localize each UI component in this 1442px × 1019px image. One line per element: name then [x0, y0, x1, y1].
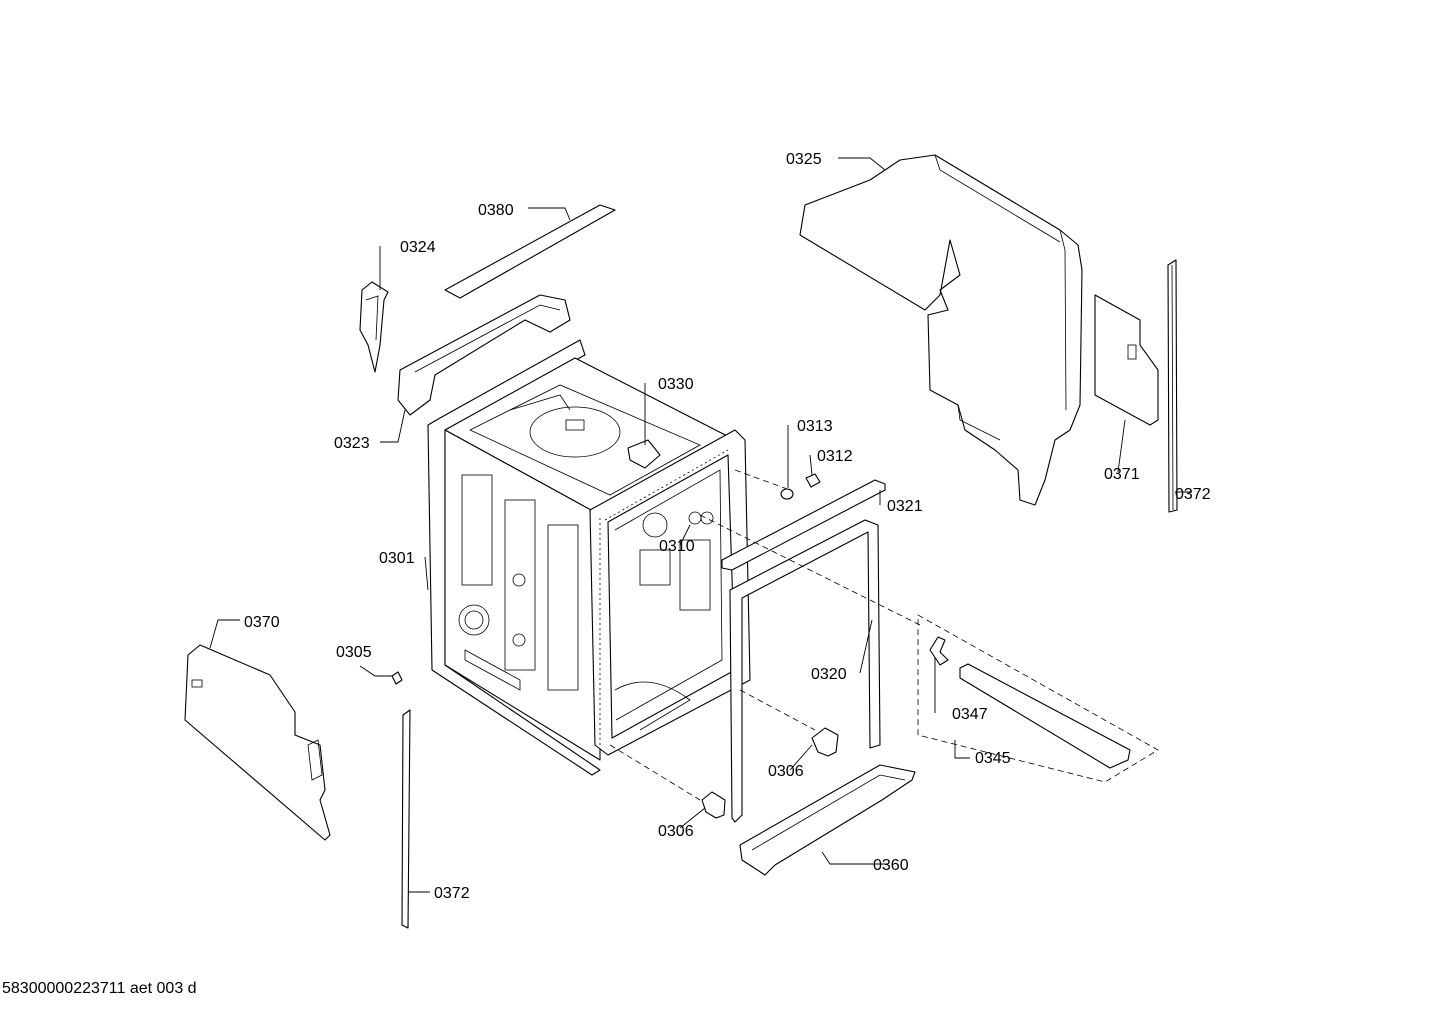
label-0330: 0330	[658, 376, 694, 393]
part-0312-bushing	[805, 473, 821, 488]
document-code: 58300000223711 aet 003 d	[2, 980, 197, 997]
label-0380: 0380	[478, 202, 514, 219]
part-0345-rail	[959, 663, 1131, 769]
label-0370: 0370	[244, 614, 280, 631]
label-0371: 0371	[1104, 466, 1140, 483]
label-0324: 0324	[400, 239, 436, 256]
part-0324-clip	[359, 281, 389, 373]
label-0306-left: 0306	[658, 823, 694, 840]
part-0370-side-panel	[184, 644, 331, 841]
part-0320-door-seal-frame	[729, 519, 881, 823]
part-0306-hinge-left	[701, 791, 726, 819]
part-0372-right-strip	[1167, 259, 1178, 513]
assembly-leader-lines	[609, 469, 921, 801]
label-0321: 0321	[887, 498, 923, 515]
part-0306-hinge-right	[811, 727, 839, 757]
callout-labels: 0325 0380 0324 0323 0330 0313 0312 0321 …	[244, 151, 1211, 902]
label-0372-left: 0372	[434, 885, 470, 902]
label-0306-right: 0306	[768, 763, 804, 780]
label-0320: 0320	[811, 666, 847, 683]
part-0372-left-strip	[401, 709, 411, 929]
part-0323-top-bracket	[397, 294, 571, 416]
label-0372-right: 0372	[1175, 486, 1211, 503]
part-0360-plinth	[739, 764, 916, 876]
label-0301: 0301	[379, 550, 415, 567]
part-0313-washer	[780, 488, 794, 500]
label-0325: 0325	[786, 151, 822, 168]
label-0360: 0360	[873, 857, 909, 874]
label-0323: 0323	[334, 435, 370, 452]
part-0305-clip	[391, 671, 403, 685]
label-0312: 0312	[817, 448, 853, 465]
part-0347-clip	[929, 636, 949, 666]
label-0313: 0313	[797, 418, 833, 435]
part-0301-tub	[427, 339, 751, 776]
part-0380-top-strip	[444, 204, 616, 299]
label-0310: 0310	[659, 538, 695, 555]
label-0347: 0347	[952, 706, 988, 723]
label-0305: 0305	[336, 644, 372, 661]
part-0321-top-rail	[721, 479, 886, 571]
callout-leaders	[209, 157, 1192, 893]
label-0345: 0345	[975, 750, 1011, 767]
part-0371-side-panel	[1094, 294, 1159, 426]
part-0325-insulation-mat	[799, 154, 1083, 506]
part-0345-group-outline	[917, 614, 1159, 783]
